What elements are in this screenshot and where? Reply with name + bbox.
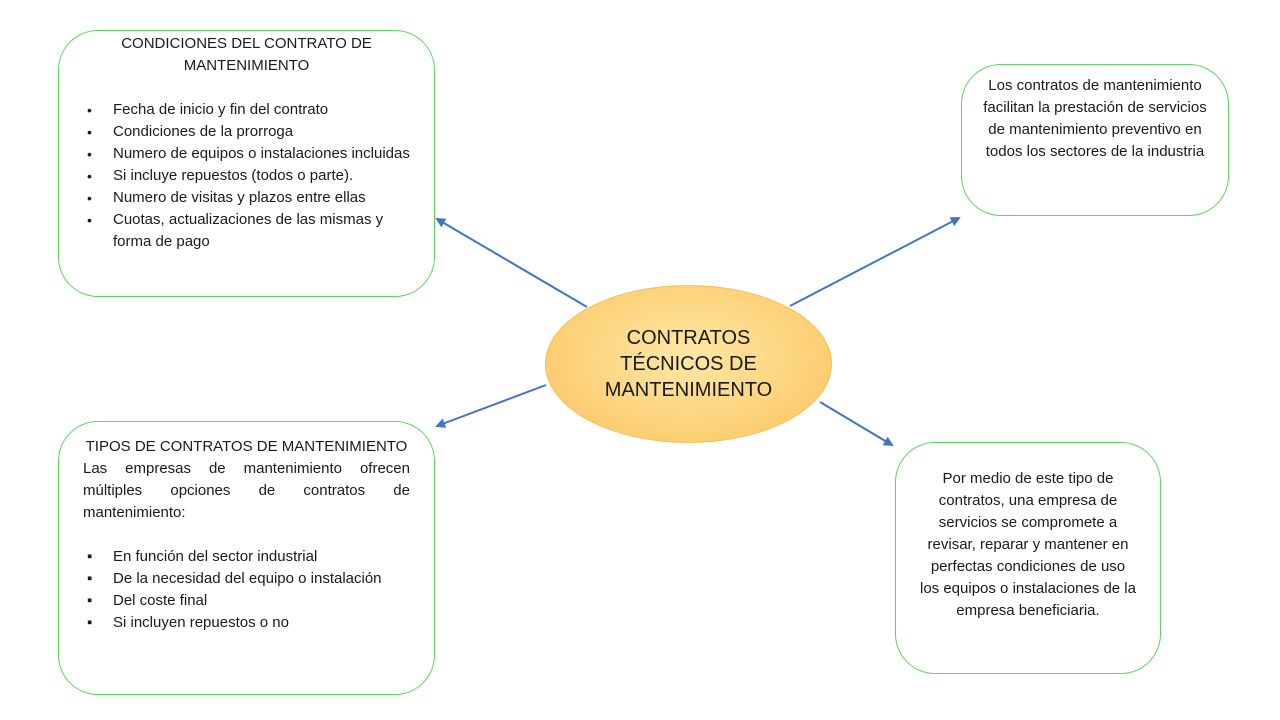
square-bullet-icon [83,590,113,612]
bullet-icon [83,209,113,232]
arrow-to-facilitate [789,217,961,307]
facilitate-box: Los contratos de mantenimiento facilitan… [961,64,1229,216]
list-item: En función del sector industrial [83,546,410,568]
arrow-to-conditions [435,217,588,308]
arrow-to-types [435,384,547,428]
bullet-icon [83,187,113,210]
arrow-to-commitment [819,401,894,447]
list-item: Numero de equipos o instalaciones inclui… [83,143,410,165]
facilitate-text: Los contratos de mantenimiento facilitan… [983,77,1207,160]
list-item: Cuotas, actualizaciones de las mismas y … [83,209,410,253]
central-topic-label: CONTRATOS TÉCNICOS DE MANTENIMIENTO [604,327,773,401]
square-bullet-icon [83,546,113,568]
square-bullet-icon [83,568,113,590]
commitment-box: Por medio de este tipo de contratos, una… [895,442,1161,674]
list-item: Si incluyen repuestos o no [83,612,410,634]
contract-types-list: En función del sector industrial De la n… [83,546,410,634]
list-item: Del coste final [83,590,410,612]
list-item: Condiciones de la prorroga [83,121,410,143]
commitment-text: Por medio de este tipo de contratos, una… [920,470,1136,619]
list-item: Numero de visitas y plazos entre ellas [83,187,410,209]
contract-types-intro: Las empresas de mantenimiento ofrecen mú… [83,460,410,521]
bullet-icon [83,143,113,166]
conditions-list: Fecha de inicio y fin del contrato Condi… [83,99,410,253]
list-item: De la necesidad del equipo o instalación [83,568,410,590]
conditions-box: CONDICIONES DEL CONTRATO DE MANTENIMIENT… [58,30,435,297]
bullet-icon [83,165,113,188]
contract-types-title: TIPOS DE CONTRATOS DE MANTENIMIENTO [85,438,408,455]
central-topic-ellipse: CONTRATOS TÉCNICOS DE MANTENIMIENTO [545,285,832,443]
conditions-title: CONDICIONES DEL CONTRATO DE MANTENIMIENT… [121,35,372,74]
list-item: Si incluye repuestos (todos o parte). [83,165,410,187]
list-item: Fecha de inicio y fin del contrato [83,99,410,121]
bullet-icon [83,121,113,144]
bullet-icon [83,99,113,122]
contract-types-box: TIPOS DE CONTRATOS DE MANTENIMIENTO Las … [58,421,435,695]
square-bullet-icon [83,612,113,634]
